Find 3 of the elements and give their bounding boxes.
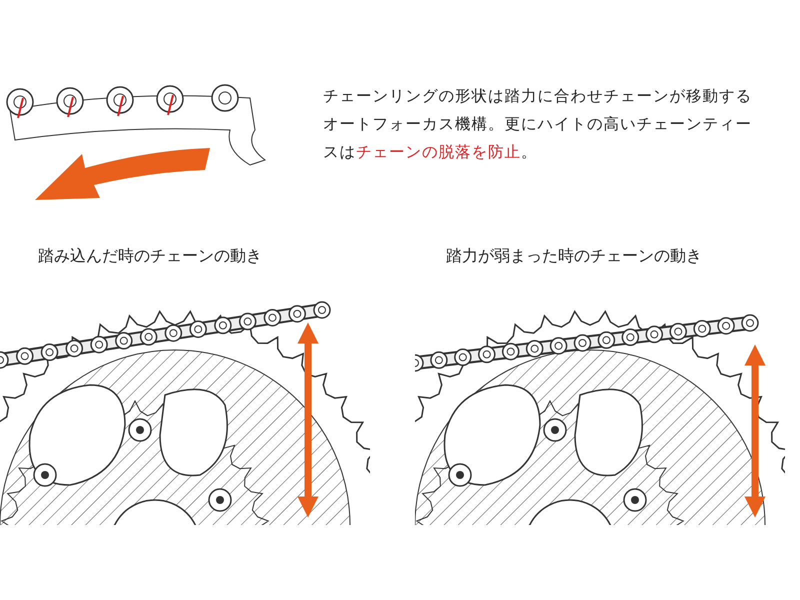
section-heading: 踏力が弱まった時のチェーンの動き	[446, 245, 702, 267]
section-heading: 踏み込んだ時のチェーンの動き	[38, 245, 262, 267]
description-text: チェーンリングの形状は踏力に合わせチェーンが移動するオートフォーカス機構。更にハイトの高いチェーンティースはチェーンの脱落を防止。	[323, 86, 753, 163]
